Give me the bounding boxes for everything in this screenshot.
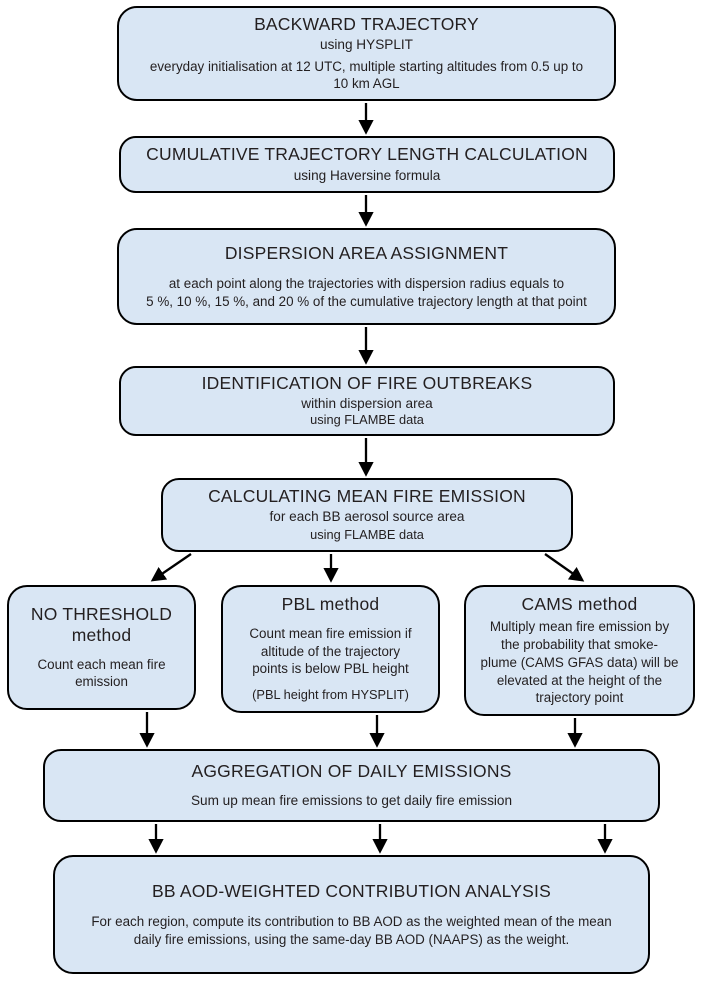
node-backward-trajectory-body: everyday initialisation at 12 UTC, multi… <box>149 58 584 92</box>
node-cams-method[interactable]: CAMS method Multiply mean fire emission … <box>464 585 695 716</box>
node-dispersion-area-assignment[interactable]: DISPERSION AREA ASSIGNMENT at each point… <box>117 228 616 325</box>
edge-calculating-to-cams <box>544 553 585 582</box>
node-cams-method-heading: CAMS method <box>521 594 638 615</box>
node-dispersion-area-assignment-body: at each point along the trajectories wit… <box>146 275 587 309</box>
node-dispersion-area-assignment-heading: DISPERSION AREA ASSIGNMENT <box>224 242 509 263</box>
node-identification-of-fire-outbreaks-heading: IDENTIFICATION OF FIRE OUTBREAKS <box>201 373 533 394</box>
node-bb-aod-weighted-contribution-analysis-heading: BB AOD-WEIGHTED CONTRIBUTION ANALYSIS <box>152 880 551 901</box>
node-bb-aod-weighted-contribution-analysis-body: For each region, compute its contributio… <box>91 913 612 947</box>
node-no-threshold-method[interactable]: NO THRESHOLD method Count each mean fire… <box>7 585 196 710</box>
node-cams-method-body: Multiply mean fire emission by the proba… <box>480 619 679 706</box>
node-calculating-mean-fire-emission-subtitle: for each BB aerosol source area <box>269 508 465 524</box>
node-calculating-mean-fire-emission[interactable]: CALCULATING MEAN FIRE EMISSION for each … <box>161 478 573 552</box>
node-calculating-mean-fire-emission-heading: CALCULATING MEAN FIRE EMISSION <box>208 486 526 506</box>
node-calculating-mean-fire-emission-note: using FLAMBE data <box>310 527 424 543</box>
node-aggregation-of-daily-emissions-heading: AGGREGATION OF DAILY EMISSIONS <box>191 761 512 782</box>
node-identification-of-fire-outbreaks[interactable]: IDENTIFICATION OF FIRE OUTBREAKS within … <box>119 366 615 436</box>
node-pbl-method[interactable]: PBL method Count mean fire emission if a… <box>221 585 440 713</box>
node-cumulative-trajectory-length[interactable]: CUMULATIVE TRAJECTORY LENGTH CALCULATION… <box>119 136 615 193</box>
node-cumulative-trajectory-length-subtitle: using Haversine formula <box>293 168 441 184</box>
node-no-threshold-method-body: Count each mean fire emission <box>37 656 166 690</box>
node-backward-trajectory[interactable]: BACKWARD TRAJECTORY using HYSPLIT everyd… <box>117 6 616 101</box>
node-backward-trajectory-subtitle: using HYSPLIT <box>320 37 413 53</box>
node-identification-of-fire-outbreaks-subtitle: within dispersion area <box>301 395 433 411</box>
node-backward-trajectory-heading: BACKWARD TRAJECTORY <box>254 14 479 34</box>
node-pbl-method-note: (PBL height from HYSPLIT) <box>252 686 409 702</box>
node-aggregation-of-daily-emissions-subtitle: Sum up mean fire emissions to get daily … <box>190 792 513 808</box>
node-no-threshold-method-heading: NO THRESHOLD method <box>30 603 173 646</box>
node-cumulative-trajectory-length-heading: CUMULATIVE TRAJECTORY LENGTH CALCULATION <box>146 144 588 164</box>
node-bb-aod-weighted-contribution-analysis[interactable]: BB AOD-WEIGHTED CONTRIBUTION ANALYSIS Fo… <box>53 855 650 974</box>
node-pbl-method-body: Count mean fire emission if altitude of … <box>249 625 412 677</box>
node-pbl-method-heading: PBL method <box>281 594 380 615</box>
edge-calculating-to-nothreshold <box>150 553 192 582</box>
node-identification-of-fire-outbreaks-note: using FLAMBE data <box>310 412 424 428</box>
node-aggregation-of-daily-emissions[interactable]: AGGREGATION OF DAILY EMISSIONS Sum up me… <box>43 749 660 822</box>
